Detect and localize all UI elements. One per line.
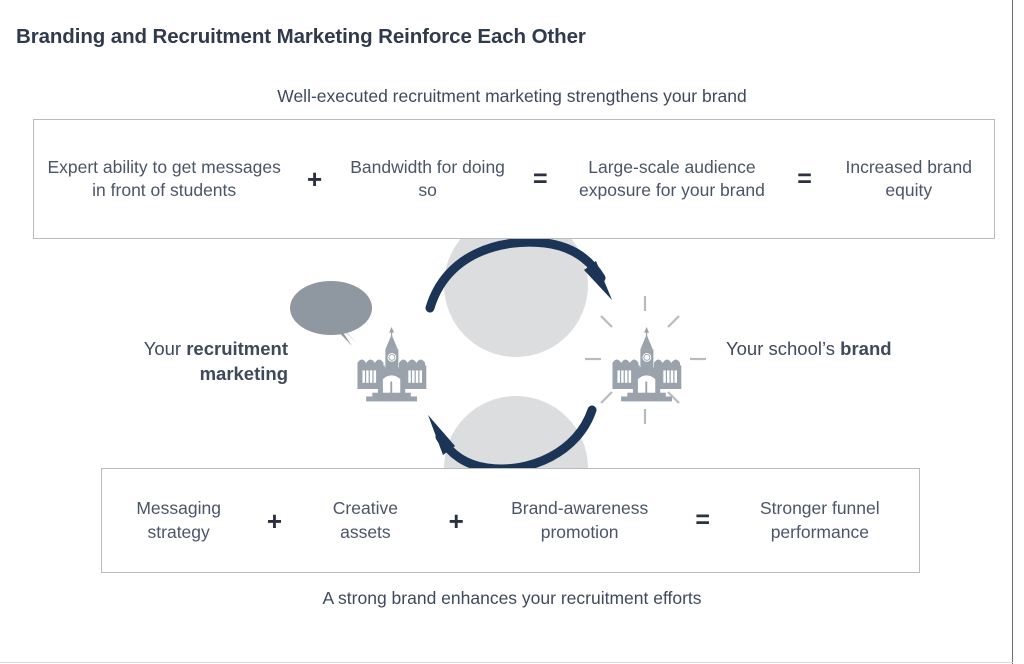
top-operator-3: = [797, 164, 812, 193]
top-term-1: Expert ability to get messages in front … [47, 156, 281, 200]
bottom-term-1: Messaging strategy [136, 498, 221, 542]
label-right-prefix: Your school’s [726, 338, 841, 359]
page-right-border [1012, 0, 1013, 664]
top-term-4: Increased brand equity [845, 156, 972, 200]
top-term-3: Large-scale audience exposure for your b… [579, 156, 765, 200]
bottom-term-4: Stronger funnel performance [759, 498, 880, 542]
label-left-emphasis: recruitment marketing [186, 338, 288, 384]
label-your-recruitment-marketing: Your recruitment marketing [96, 337, 288, 387]
top-term-2: Bandwidth for doing so [350, 156, 505, 200]
top-operator-1: + [307, 164, 323, 194]
bottom-operator-2: + [448, 505, 464, 536]
bottom-term-2: Creative assets [332, 498, 398, 542]
bottom-term-3: Brand-awareness promotion [511, 498, 649, 542]
label-left-prefix: Your [143, 338, 187, 359]
page-title: Branding and Recruitment Marketing Reinf… [16, 25, 586, 48]
caption-top: Well-executed recruitment marketing stre… [277, 86, 747, 106]
bottom-equation-box: Messaging strategy + Creative assets + B… [101, 468, 920, 573]
school-building-icon [357, 327, 427, 402]
bottom-operator-1: + [266, 505, 283, 536]
label-right-emphasis: brand [840, 338, 892, 359]
speech-bubble-icon [290, 281, 372, 346]
page-bottom-border [0, 662, 1013, 663]
shine-rays [585, 296, 706, 424]
caption-bottom: A strong brand enhances your recruitment… [322, 588, 702, 608]
school-building-shining-icon [585, 296, 706, 424]
bottom-operator-3: = [695, 506, 710, 534]
top-equation-box: Expert ability to get messages in front … [33, 119, 995, 239]
top-operator-2: = [532, 164, 548, 193]
clockwise-arrow-right-icon [425, 237, 612, 313]
label-your-schools-brand: Your school’s brand [726, 337, 926, 362]
